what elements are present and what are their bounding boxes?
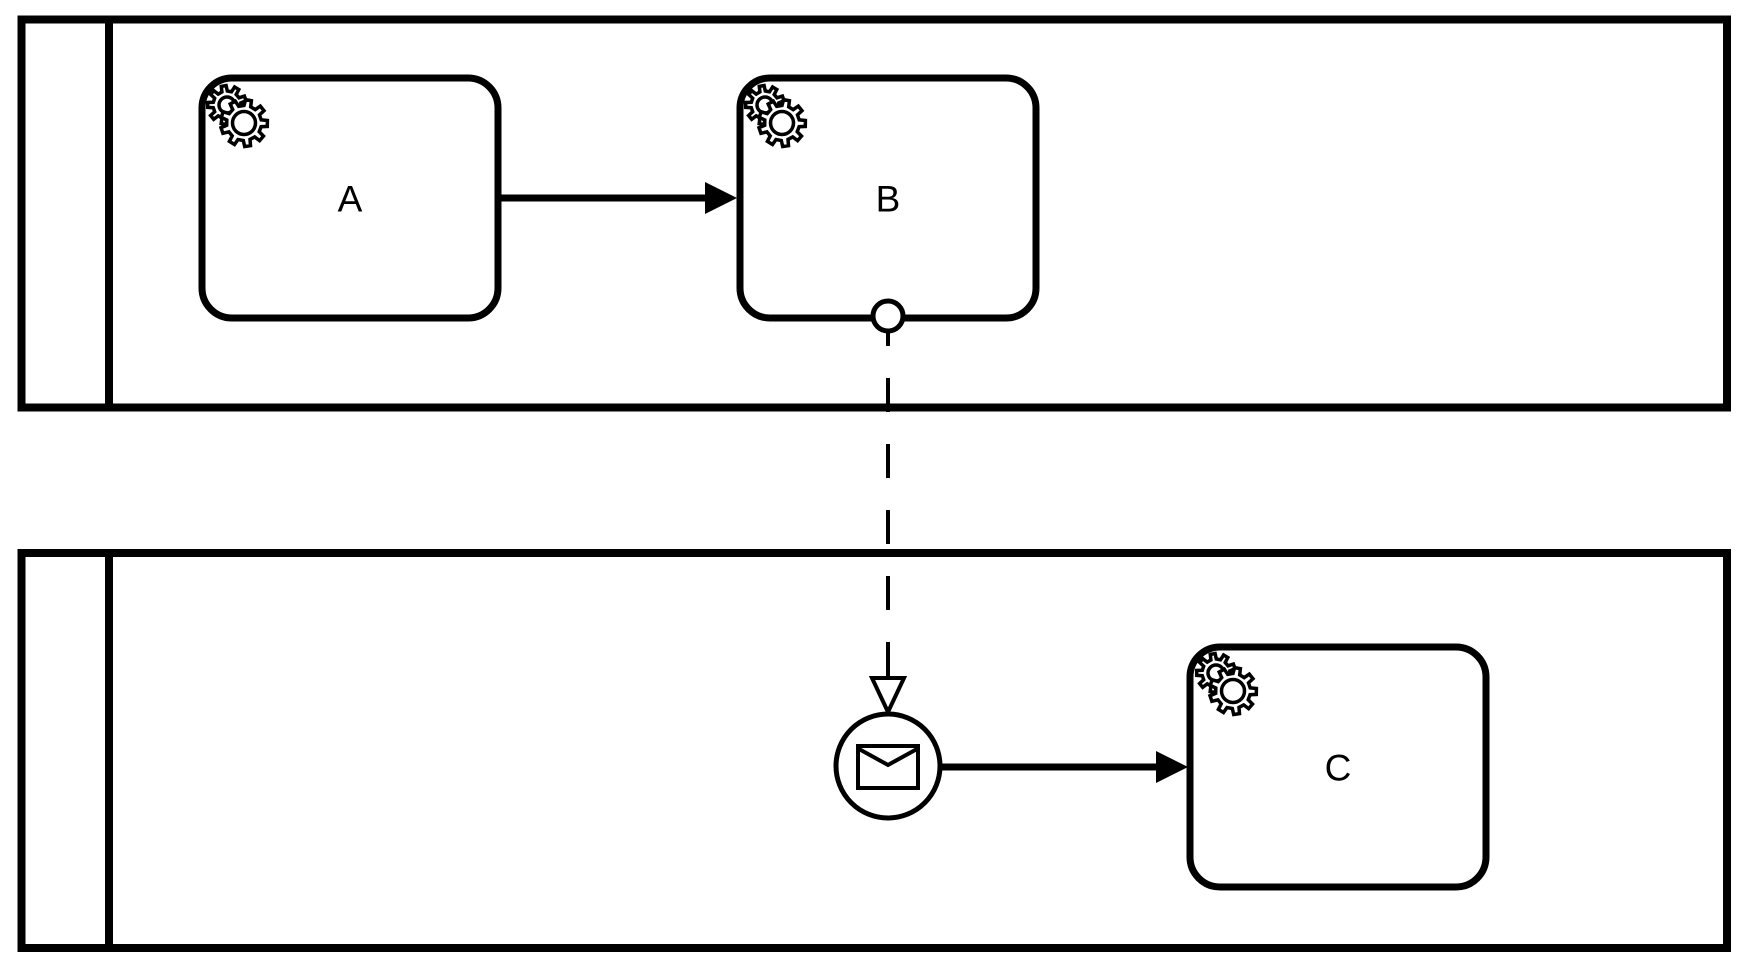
filled-arrowhead-icon <box>705 182 737 214</box>
task-b[interactable]: B <box>736 74 1040 322</box>
task-a-border[interactable] <box>198 74 502 322</box>
message-flow-source-circle-icon <box>870 298 906 334</box>
task-c[interactable]: C <box>1186 643 1490 891</box>
task-a-label: A <box>338 179 363 220</box>
task-c-label: C <box>1325 748 1352 789</box>
envelope-flap-icon <box>858 747 918 768</box>
task-b-label: B <box>876 179 901 220</box>
task-c-border[interactable] <box>1186 643 1490 891</box>
message-flow-b-to-event[interactable] <box>868 312 908 717</box>
sequence-flow-a-to-b[interactable] <box>500 182 737 214</box>
sequence-flow-event-to-c[interactable] <box>942 751 1188 783</box>
filled-arrowhead-icon <box>1156 751 1188 783</box>
message-start-event[interactable] <box>833 711 943 821</box>
open-arrowhead-icon <box>868 676 908 717</box>
task-a[interactable]: A <box>198 74 502 322</box>
